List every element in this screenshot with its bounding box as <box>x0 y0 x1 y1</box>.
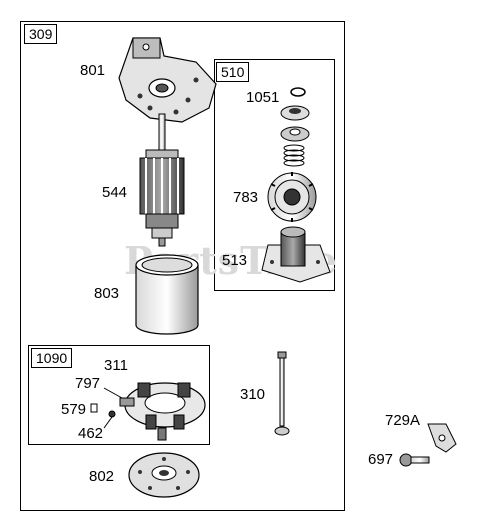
main-assembly-frame <box>20 21 345 511</box>
part-310-through-bolt[interactable] <box>274 351 290 436</box>
callout-783: 783 <box>233 189 259 206</box>
assembly-510-label: 510 <box>216 62 250 82</box>
part-1051-retaining-ring[interactable] <box>290 87 306 97</box>
part-797-terminal-bolt[interactable] <box>103 387 135 407</box>
part-retainer[interactable] <box>280 105 310 142</box>
callout-697: 697 <box>368 451 394 468</box>
part-513-drive-housing[interactable] <box>261 226 331 283</box>
part-783-pinion-gear[interactable] <box>267 172 317 222</box>
callout-802: 802 <box>89 468 115 485</box>
part-579-nut[interactable] <box>90 403 98 413</box>
callout-803: 803 <box>94 285 120 302</box>
part-544-armature[interactable] <box>139 113 185 247</box>
callout-310: 310 <box>240 386 266 403</box>
part-802-end-plate[interactable] <box>128 452 200 498</box>
callout-544: 544 <box>102 184 128 201</box>
callout-311: 311 <box>104 357 128 374</box>
part-311-brush-holder[interactable] <box>124 382 206 441</box>
callout-579: 579 <box>61 401 87 418</box>
callout-1051: 1051 <box>246 89 280 106</box>
part-462-washer[interactable] <box>103 410 116 429</box>
assembly-309-label: 309 <box>24 24 58 44</box>
part-803-motor-housing[interactable] <box>135 254 199 335</box>
part-801-end-cap[interactable] <box>118 37 217 123</box>
brush-assembly-frame <box>28 345 210 445</box>
callout-729a: 729A <box>385 412 421 429</box>
callout-513: 513 <box>222 252 248 269</box>
part-697-screw[interactable] <box>399 453 430 467</box>
callout-797: 797 <box>75 375 101 392</box>
part-spring[interactable] <box>283 144 305 167</box>
assembly-1090-label: 1090 <box>31 348 73 368</box>
callout-462: 462 <box>78 425 104 442</box>
callout-801: 801 <box>80 62 106 79</box>
part-729a-bracket[interactable] <box>427 423 457 453</box>
gear-assembly-frame <box>214 59 335 291</box>
